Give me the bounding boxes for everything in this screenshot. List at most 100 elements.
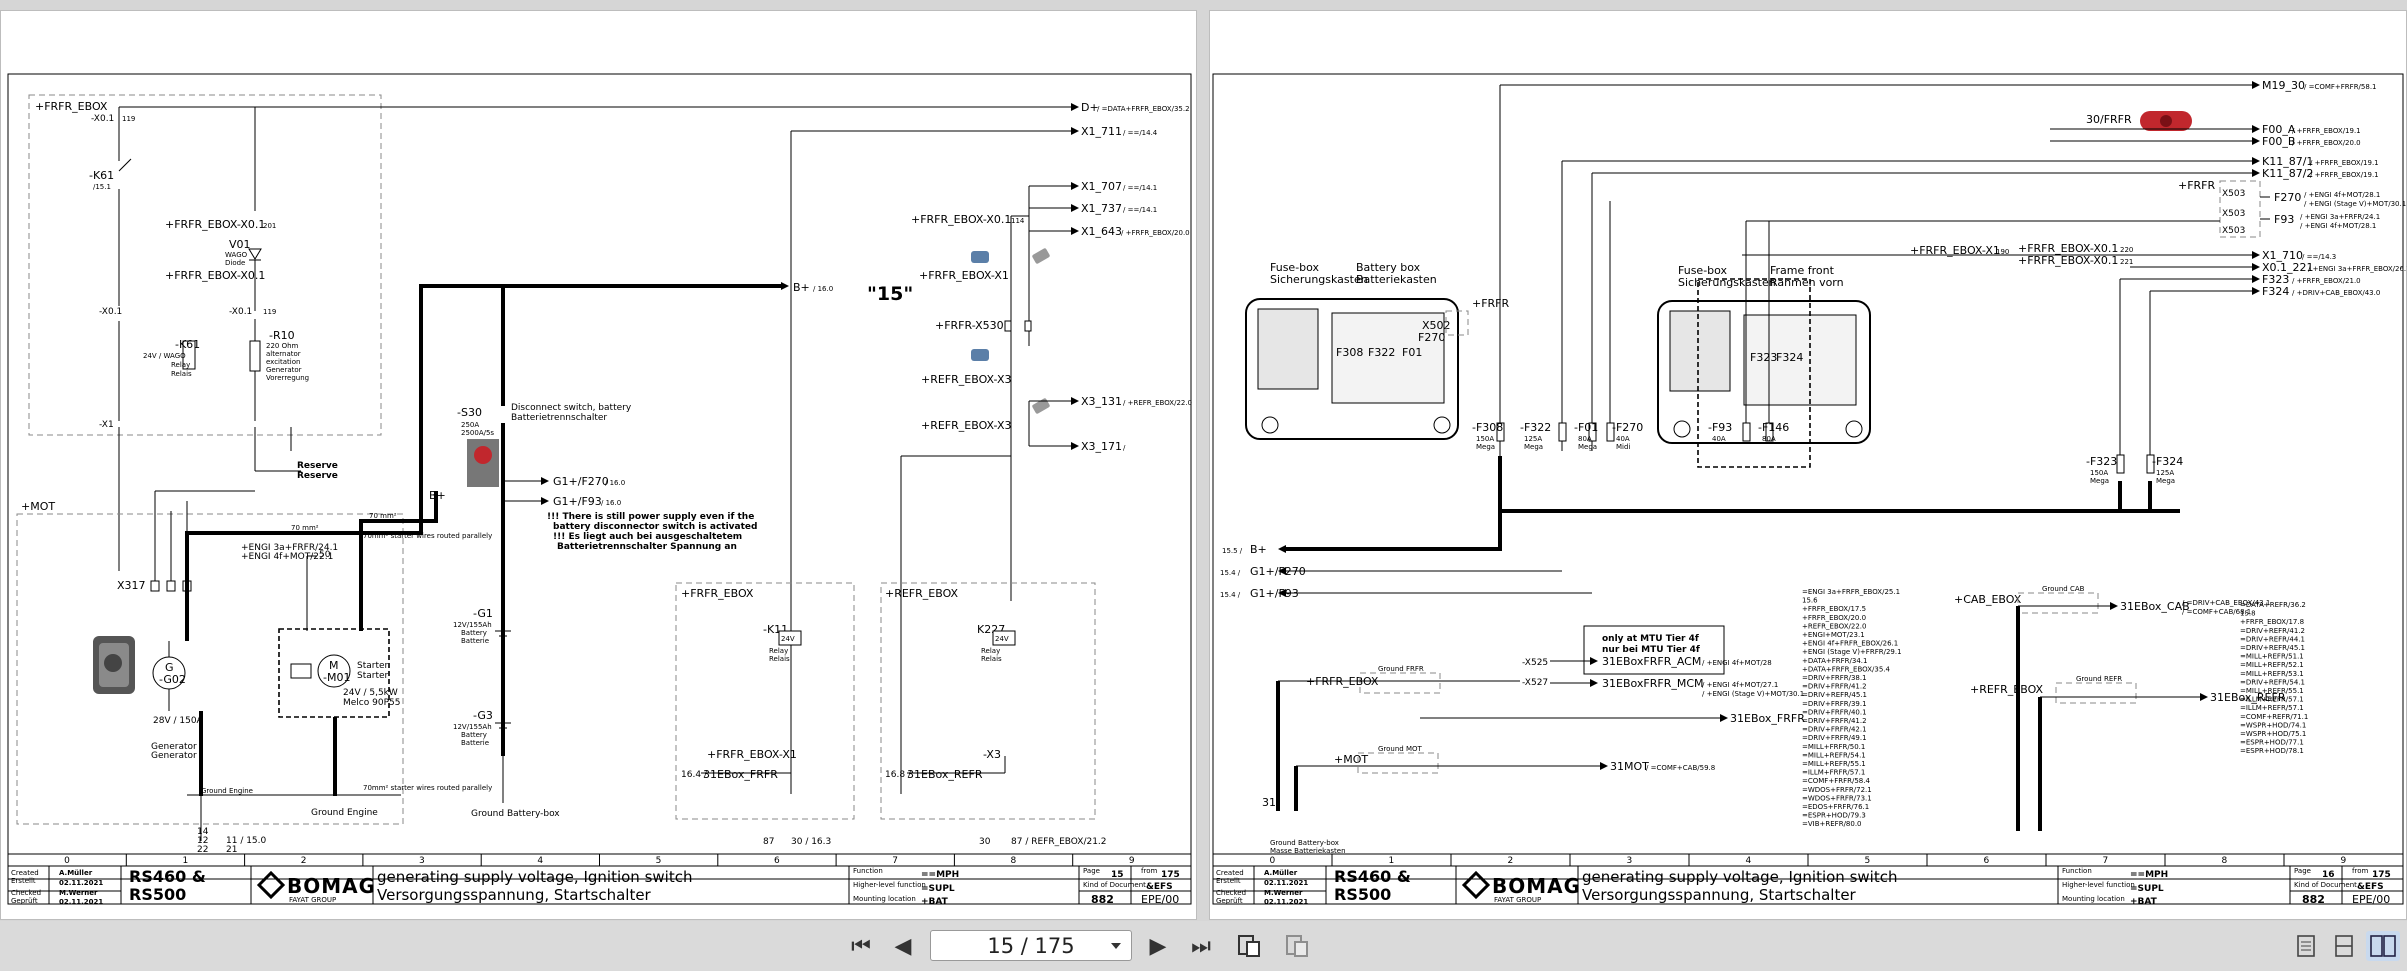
svg-text:Generator: Generator xyxy=(151,742,197,752)
svg-text:Ground Engine: Ground Engine xyxy=(311,808,378,818)
svg-text:+REFR_EBOX-X3: +REFR_EBOX-X3 xyxy=(921,373,1011,386)
svg-text:175: 175 xyxy=(1161,870,1180,880)
svg-text:+REFR_EBOX: +REFR_EBOX xyxy=(885,587,959,600)
svg-text:24V: 24V xyxy=(781,635,795,643)
svg-text:X503: X503 xyxy=(2222,209,2245,219)
svg-text:Versorgungsspannung, Startscha: Versorgungsspannung, Startschalter xyxy=(1582,886,1857,904)
svg-text:/ ==/14.1: / ==/14.1 xyxy=(1123,184,1157,192)
last-page-button[interactable]: ⏭ xyxy=(1186,931,1216,961)
svg-text:Relais: Relais xyxy=(769,655,790,663)
previous-page-button[interactable]: ◀ xyxy=(888,931,918,961)
first-page-button[interactable]: ⏮ xyxy=(846,931,876,961)
svg-text:40A: 40A xyxy=(1712,435,1726,443)
svg-text:31: 31 xyxy=(1262,796,1276,809)
svg-text:-X525: -X525 xyxy=(1522,658,1548,668)
column-number: 0 xyxy=(64,856,70,866)
svg-text:/ +ENGI (Stage V)+MOT/30.1: / +ENGI (Stage V)+MOT/30.1 xyxy=(2304,200,2406,208)
svg-text:119: 119 xyxy=(122,115,135,123)
svg-text:150A: 150A xyxy=(1476,435,1494,443)
svg-text:28V / 150A: 28V / 150A xyxy=(153,716,204,726)
svg-text:F00_B: F00_B xyxy=(2262,135,2295,148)
fit-view-button[interactable] xyxy=(1282,931,1312,961)
svg-text:30 / 16.3: 30 / 16.3 xyxy=(791,837,831,847)
column-number: 2 xyxy=(301,856,307,866)
column-number: 9 xyxy=(1129,856,1135,866)
continuous-view-button[interactable] xyxy=(2330,931,2358,961)
svg-text:Function: Function xyxy=(2062,867,2092,875)
svg-text:Fuse-box: Fuse-box xyxy=(1270,261,1320,274)
svg-text:Ground REFR: Ground REFR xyxy=(2076,675,2122,683)
svg-text:-X527: -X527 xyxy=(1522,678,1548,688)
cross-reference: =ESPR+HOD/79.3 xyxy=(1802,812,1866,820)
svg-text:G1+/F270: G1+/F270 xyxy=(553,475,609,488)
svg-text:Batteriekasten: Batteriekasten xyxy=(1356,273,1437,286)
svg-text:+ENGI 4f+MOT/22.1: +ENGI 4f+MOT/22.1 xyxy=(241,552,333,562)
fuse-box-image-1: Fuse-box Sicherungskasten Battery box Ba… xyxy=(1245,261,1459,440)
column-number: 3 xyxy=(419,856,425,866)
cross-reference: =MILL+FRFR/50.1 xyxy=(1802,743,1865,751)
svg-text:Mounting location: Mounting location xyxy=(853,895,916,903)
svg-text:Page: Page xyxy=(2294,867,2311,875)
svg-text:X1_737: X1_737 xyxy=(1081,202,1122,215)
svg-text:+FRFR_EBOX-X0.1: +FRFR_EBOX-X0.1 xyxy=(165,218,265,231)
cross-reference: =COMF+REFR/71.1 xyxy=(2240,713,2308,721)
label-bplus: B+ xyxy=(793,281,810,294)
svg-text:only at MTU Tier 4f: only at MTU Tier 4f xyxy=(1602,634,1699,644)
svg-text:31EBox_CAB: 31EBox_CAB xyxy=(2120,600,2190,613)
cross-reference: +DATA+FRFR_EBOX/35.4 xyxy=(1802,665,1890,673)
svg-text:Rahmen vorn: Rahmen vorn xyxy=(1770,276,1844,289)
label-g02: -G02 xyxy=(159,673,186,686)
svg-text:31EBox_FRFR: 31EBox_FRFR xyxy=(703,768,778,781)
svg-text:+BAT: +BAT xyxy=(2130,897,2158,907)
rotate-view-button[interactable] xyxy=(1234,931,1264,961)
svg-text:!!! Es liegt auch bei ausgesch: !!! Es liegt auch bei ausgeschaltetem xyxy=(553,532,742,542)
page-number-select[interactable]: 15 / 175 xyxy=(930,930,1132,961)
svg-text:/ +FRFR_EBOX/19.1: / +FRFR_EBOX/19.1 xyxy=(2310,159,2379,167)
svg-text:G1+/F93: G1+/F93 xyxy=(1250,587,1299,600)
svg-text:/ +FRFR_EBOX/21.0: / +FRFR_EBOX/21.0 xyxy=(2292,277,2361,285)
next-page-button[interactable]: ▶ xyxy=(1143,931,1173,961)
next-page-icon: ▶ xyxy=(1149,933,1167,959)
svg-text:&EFS: &EFS xyxy=(1146,882,1173,892)
label-m01: -M01 xyxy=(323,671,350,684)
cross-reference: =DRIV+FRFR/39.1 xyxy=(1802,700,1867,708)
cross-reference: =DRIV+FRFR/40.1 xyxy=(1802,708,1867,716)
svg-text:A.Müller: A.Müller xyxy=(1264,869,1298,877)
svg-text:F270: F270 xyxy=(2274,191,2301,204)
svg-text:-F324: -F324 xyxy=(2152,455,2183,468)
column-number: 7 xyxy=(892,856,898,866)
svg-text:Starter: Starter xyxy=(357,661,389,671)
cross-reference: =DRIV+REFR/45.1 xyxy=(1802,691,1867,699)
svg-text:87: 87 xyxy=(763,837,774,847)
svg-text:WAGO: WAGO xyxy=(225,251,248,259)
svg-text:G1+/F270: G1+/F270 xyxy=(1250,565,1306,578)
cross-reference: =ILLM+REFR/57.1 xyxy=(2240,704,2304,712)
cross-reference: +ENGI 4f+FRFR_EBOX/26.1 xyxy=(1802,640,1898,648)
label-v01: V01 xyxy=(229,238,251,251)
svg-text:Mega: Mega xyxy=(1476,443,1495,451)
svg-text:/ +FRFR_EBOX/19.1: / +FRFR_EBOX/19.1 xyxy=(2292,127,2361,135)
svg-text:Reserve: Reserve xyxy=(297,461,338,471)
svg-text:Checked: Checked xyxy=(11,889,41,897)
svg-text:-F308: -F308 xyxy=(1472,421,1503,434)
two-page-view-button[interactable] xyxy=(2366,931,2400,961)
svg-text:24V / 5,5kW: 24V / 5,5kW xyxy=(343,688,398,698)
svg-text:-X0.1: -X0.1 xyxy=(229,307,252,317)
cross-reference: =MILL+REFR/51.1 xyxy=(2240,653,2304,661)
column-number: 8 xyxy=(1011,856,1017,866)
svg-text:70mm² starter wires routed par: 70mm² starter wires routed parallely xyxy=(363,532,492,540)
cross-reference: +FRFR_EBOX/20.0 xyxy=(1802,614,1866,622)
cross-reference: =DRIV+REFR/45.1 xyxy=(2240,644,2305,652)
svg-text:Generator: Generator xyxy=(151,751,197,761)
cross-reference: =MILL+REFR/54.1 xyxy=(1802,751,1866,759)
cross-reference: +ENGI (Stage V)+FRFR/29.1 xyxy=(1802,648,1902,656)
svg-text:/ +ENGI (Stage V)+MOT/30.1: / +ENGI (Stage V)+MOT/30.1 xyxy=(1702,690,1804,698)
svg-text:M.Werner: M.Werner xyxy=(59,889,98,897)
single-page-view-button[interactable] xyxy=(2292,931,2320,961)
svg-text:70 mm²: 70 mm² xyxy=(291,524,319,532)
svg-text:Higher-level function: Higher-level function xyxy=(2062,881,2135,889)
single-page-icon xyxy=(2297,935,2315,957)
svg-text:190: 190 xyxy=(1996,248,2009,256)
